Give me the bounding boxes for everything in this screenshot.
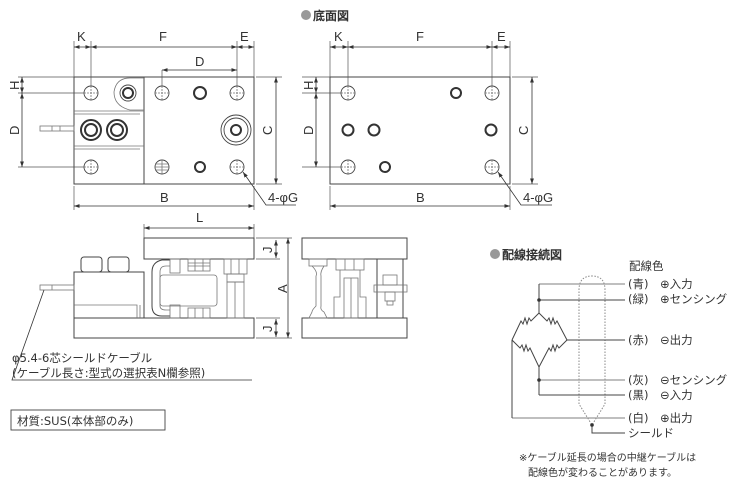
wire-label-black: (黒) ⊖入力 [628,388,693,402]
load-cell-body [74,110,144,150]
nut-inner [122,87,134,99]
bottom-view-title-text: 底面図 [313,8,349,23]
bottom-plate [73,317,255,339]
svg-text:⊖入力: ⊖入力 [660,388,693,402]
dim-label-k: K [77,29,86,44]
dim-label-holes: 4-φG [523,190,553,205]
bolt-inner-2 [110,123,124,137]
dim-label-e: E [240,29,249,44]
dim-label-f: F [416,29,424,44]
cable-note-line1: φ5.4-6芯シールドケーブル [12,351,152,365]
tapped-hole [367,123,381,137]
tapped-hole [194,161,206,173]
wire-label-red: (赤) ⊖出力 [628,333,693,347]
wire-label-white: (白) ⊕出力 [628,411,693,425]
svg-text:⊖出力: ⊖出力 [660,333,693,347]
svg-text:⊕入力: ⊕入力 [660,277,693,291]
wire-label-shield: シールド [628,426,674,440]
svg-text:⊕センシング: ⊕センシング [660,292,728,306]
svg-text:(赤): (赤) [628,333,648,347]
dim-label-l: L [196,210,203,225]
wire-shield [591,425,625,434]
dim-label-holes: 4-φG [268,190,298,205]
dimension-top-left: K F E D H D C B 4-φG [7,29,298,210]
dim-label-c: C [516,126,531,135]
bottom-view-right: K F E H D C B 4-φG [301,29,553,210]
svg-text:(黒): (黒) [628,388,648,402]
dim-label-f: F [159,29,167,44]
cable-shield-outline [578,275,606,426]
wiring-color-header: 配線色 [629,259,664,273]
cable-leader-line [11,289,252,381]
dim-label-b: B [160,190,169,205]
material-box [10,409,166,431]
mounting-holes [83,85,245,175]
dim-label-b: B [416,190,425,205]
tapped-hole [341,123,355,137]
rocker-body [159,274,218,307]
connector-cap [107,256,130,273]
cable-note-line2: (ケーブル長さ:型式の選択表N欄参照) [12,366,205,380]
dim-label-j-bottom: J [260,326,275,333]
material-text: 材質:SUS(本体部のみ) [17,414,133,428]
wiring-diagram-title: 配線接続図 [502,247,562,262]
svg-text:(緑): (緑) [628,292,648,306]
svg-text:⊕出力: ⊕出力 [660,411,693,425]
dim-label-k: K [334,29,343,44]
bottom-plate [301,317,408,339]
wiring-diagram: 配線接続図 配線色 (青) ⊕入力 (緑) ⊕セン [490,247,728,440]
footnote-line1: ※ケーブル延長の場合の中継ケーブルは [519,451,696,464]
footnote-line2: 配線色が変わることがあります。 [528,466,677,479]
bottom-plate-outline [329,76,511,185]
svg-text:(灰): (灰) [628,373,648,387]
side-view-front: L J J A [11,210,292,381]
bullet-icon [301,10,311,20]
dim-label-e: E [497,29,506,44]
dimension-top-right: K F E H D C B 4-φG [301,29,553,210]
cable-stub [39,125,75,132]
dim-label-j-top: J [260,247,275,254]
dim-label-h: H [7,81,22,90]
dim-label-a: A [275,284,290,293]
svg-text:(白): (白) [628,411,648,425]
wire-label-green: (緑) ⊕センシング [628,292,728,306]
dim-label-d-vertical: D [301,126,316,135]
tapped-hole [379,161,391,173]
wire-label-gray: (灰) ⊖センシング [628,373,728,387]
svg-text:(青): (青) [628,277,648,291]
top-plate [143,237,255,260]
large-bolt-inner [230,124,242,136]
bottom-view-title: 底面図 [301,8,349,23]
dim-label-d-horizontal: D [195,54,204,69]
connector-cap [80,256,103,273]
cable-stub [39,284,75,291]
tapped-hole [484,123,498,137]
dim-label-c: C [260,126,275,135]
tapped-hole [450,87,462,99]
wheatstone-bridge [511,312,568,368]
top-plate [301,237,408,260]
bracket-outline [113,77,144,111]
bolt-inner-1 [84,123,98,137]
top-view-left: K F E D H D C B 4-φG [7,29,298,210]
side-view-end [301,237,408,339]
svg-text:⊖センシング: ⊖センシング [660,373,728,387]
dim-label-h: H [301,81,316,90]
dim-label-d-vertical: D [7,126,22,135]
bullet-icon [490,249,500,259]
tapped-hole [193,86,207,100]
wire-label-blue: (青) ⊕入力 [628,277,693,291]
